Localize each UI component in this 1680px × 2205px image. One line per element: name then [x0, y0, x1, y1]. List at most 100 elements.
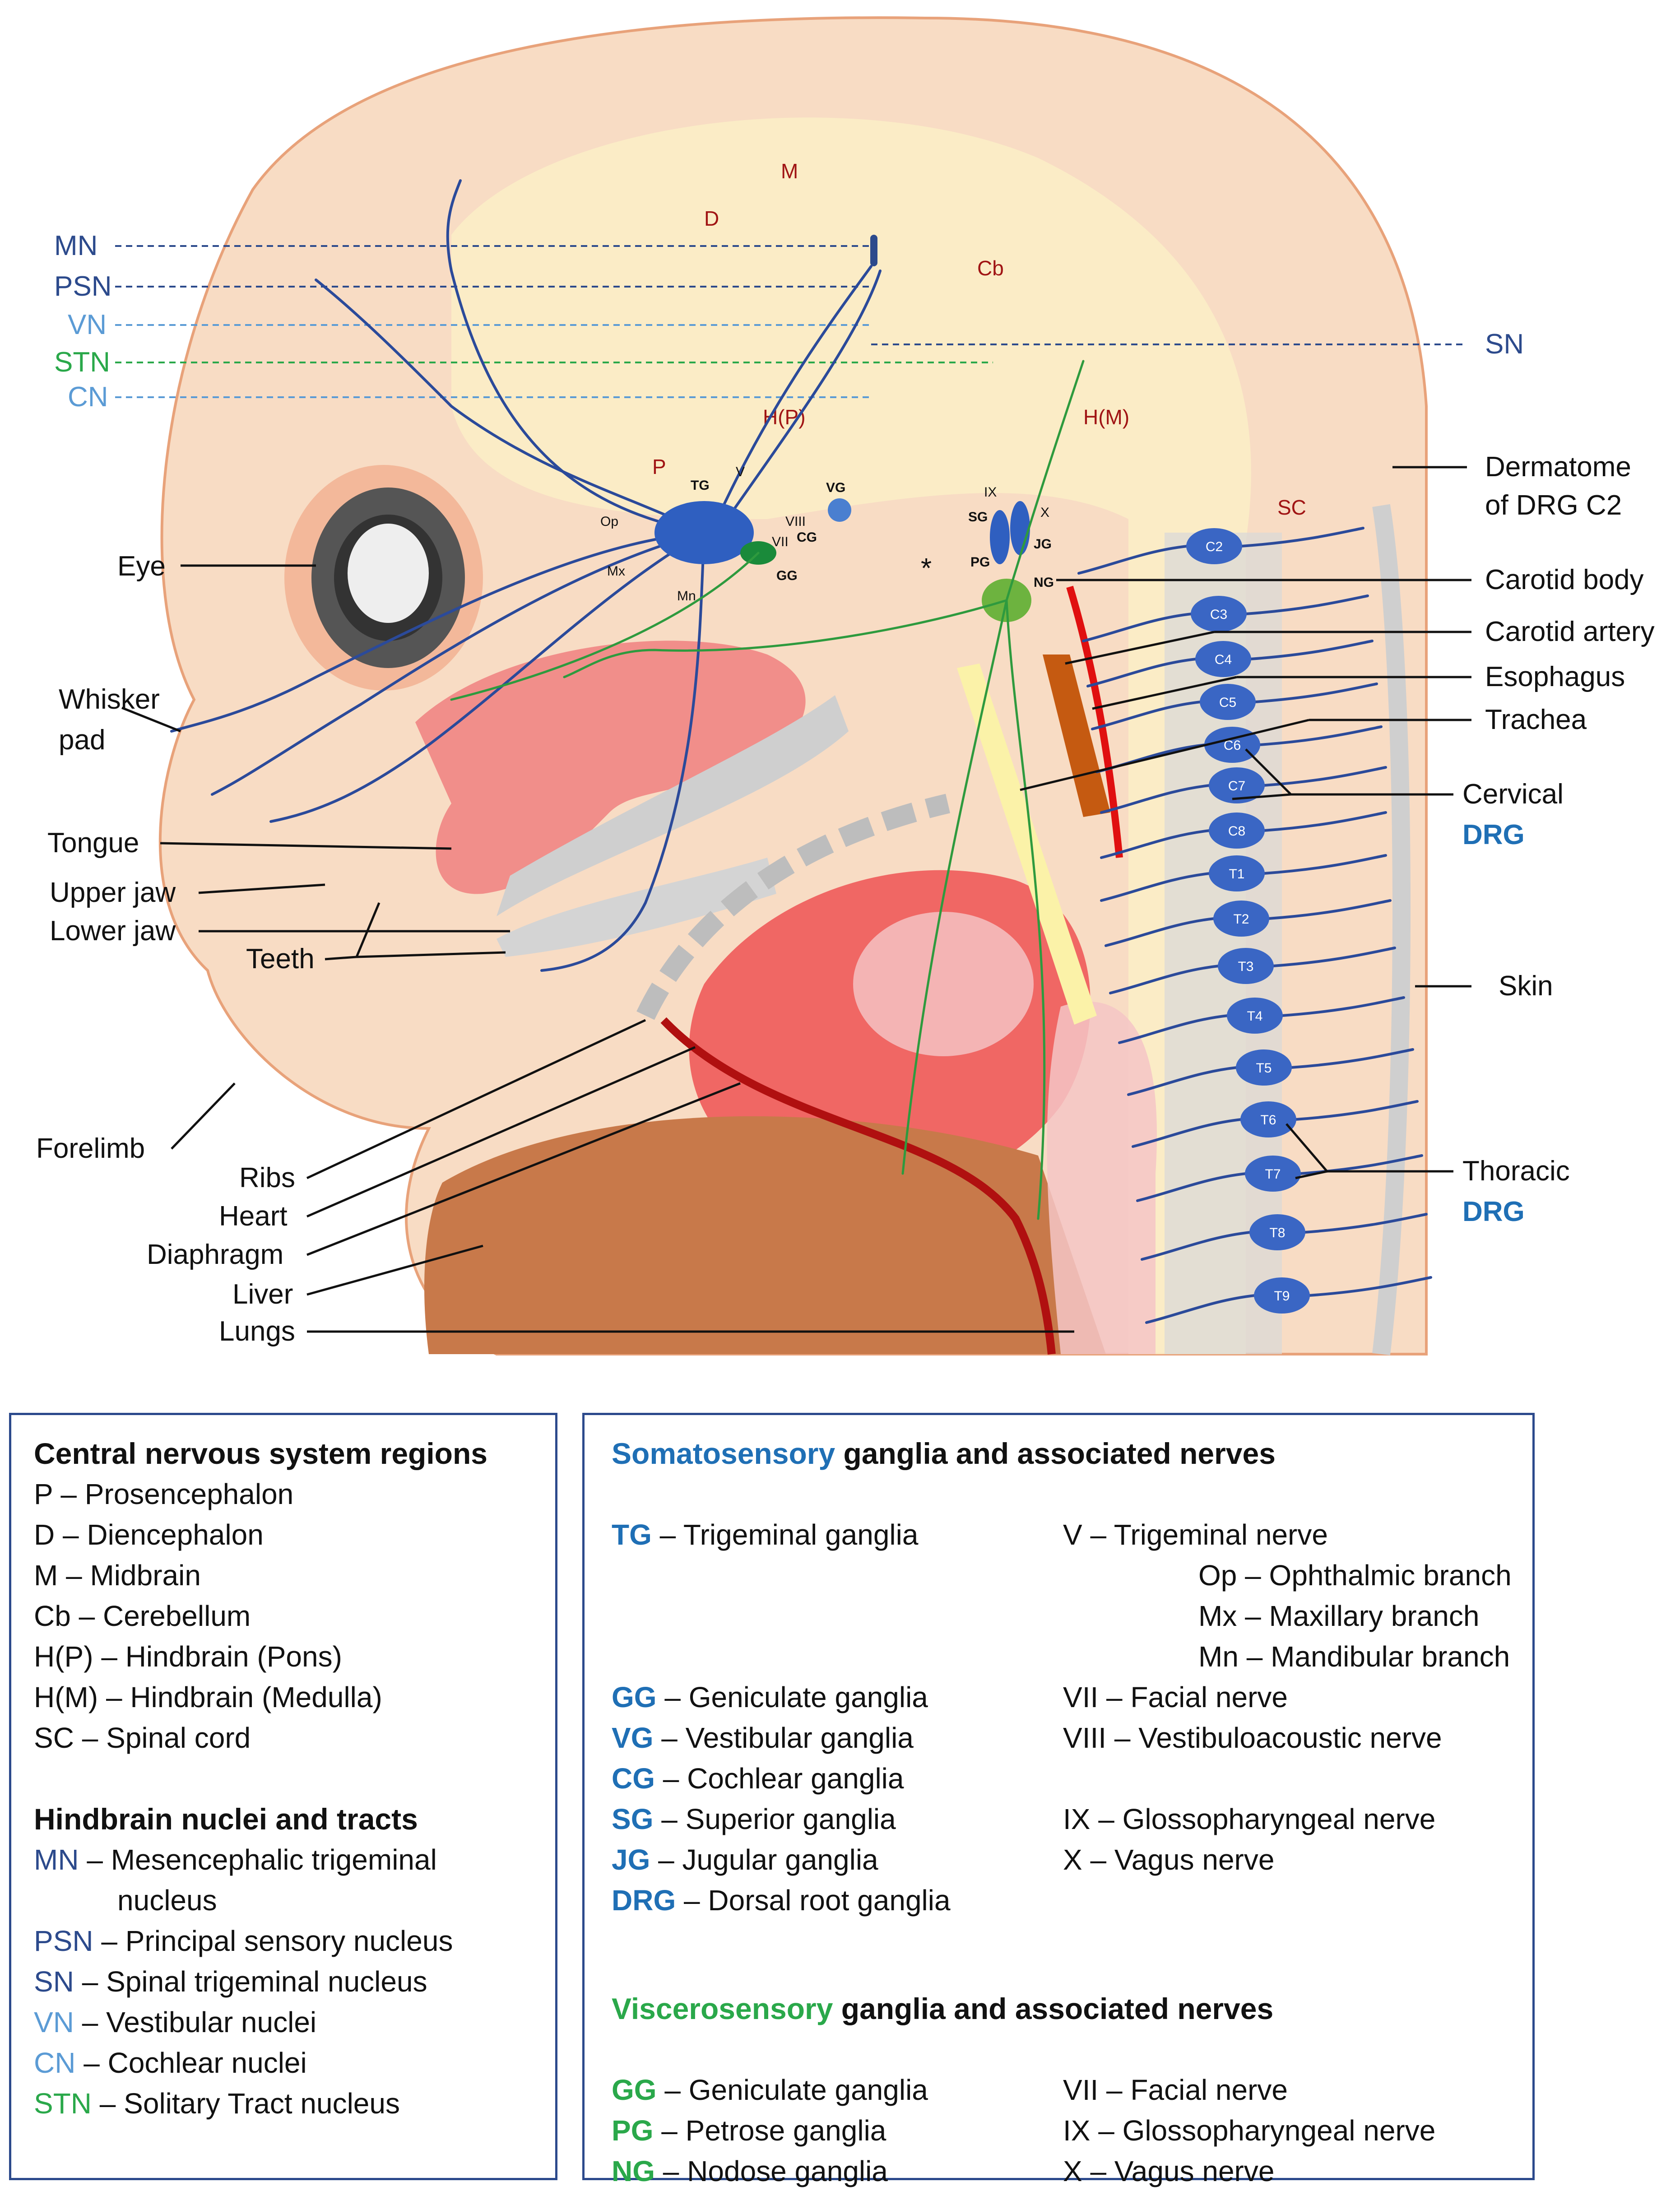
legend-desc: – Prosencephalon	[52, 1478, 294, 1510]
drg-label: C3	[1210, 607, 1227, 622]
drg-label: C4	[1215, 652, 1232, 667]
label-lungs: Lungs	[219, 1316, 295, 1347]
visc-title-rest: ganglia and associated nerves	[833, 1992, 1274, 2025]
legend-abbr: D	[34, 1518, 55, 1551]
label-trachea: Trachea	[1485, 704, 1587, 735]
label-forelimb: Forelimb	[36, 1133, 145, 1164]
legend-row: TG – Trigeminal ganglia	[612, 1514, 918, 1555]
legend-desc: – Vestibular nuclei	[74, 2006, 317, 2038]
legend-row: NG – Nodose ganglia	[612, 2151, 928, 2191]
soma-section: TG – Trigeminal ganglia GG – Geniculate …	[612, 1514, 1532, 1979]
label-whisker-1: Whisker	[59, 684, 160, 715]
legend-row: CG – Cochlear ganglia	[612, 1758, 951, 1799]
trigeminal-nerves	[170, 179, 882, 972]
label-liver: Liver	[232, 1279, 293, 1310]
label-dermatome-2: of DRG C2	[1485, 490, 1622, 521]
eye	[284, 465, 483, 691]
label-STN: STN	[54, 347, 110, 378]
legend-nuclei-title: Hindbrain nuclei and tracts	[34, 1802, 418, 1836]
superior-jugular-ganglia	[990, 510, 1010, 564]
legend-row: P – Prosencephalon	[34, 1474, 555, 1514]
label-ribs: Ribs	[239, 1162, 295, 1193]
label-CG: CG	[797, 530, 817, 545]
drg-nerve	[1262, 811, 1387, 832]
drg-ganglion	[1200, 684, 1256, 720]
label-TG: TG	[691, 478, 710, 493]
label-thoracic-drg: DRG	[1462, 1196, 1525, 1227]
legend-row: VN – Vestibular nuclei	[34, 2002, 555, 2043]
legend-abbr: STN	[34, 2087, 92, 2120]
legend-row: PSN – Principal sensory nucleus	[34, 1921, 555, 1961]
drg-nerve	[1258, 725, 1383, 746]
drg-nerve	[1253, 682, 1378, 703]
nerve-mn: Mn – Mandibular branch	[1198, 1640, 1510, 1673]
drg-ganglion	[1218, 948, 1274, 984]
brain	[451, 117, 1251, 1354]
drg-label: T2	[1233, 912, 1249, 927]
legend-desc: – Mesencephalic trigeminal	[79, 1843, 437, 1876]
drg-ganglion	[1213, 901, 1269, 937]
nerve-x: X – Vagus nerve	[1063, 1843, 1275, 1876]
drg-inner-nerve	[1105, 917, 1216, 947]
label-esophagus: Esophagus	[1485, 661, 1625, 692]
legend-soma-title: Somatosensory ganglia and associated ner…	[612, 1433, 1532, 1474]
legend-abbr: SN	[34, 1965, 74, 1998]
drg-nerve	[1262, 766, 1387, 787]
drg-label: C2	[1206, 539, 1223, 554]
nerve-vii: VII – Facial nerve	[1063, 1681, 1288, 1713]
legend-desc: – Petrose ganglia	[653, 2114, 886, 2147]
left-leaders	[121, 564, 1074, 1333]
label-skin: Skin	[1499, 970, 1553, 1002]
label-JG: JG	[1034, 537, 1052, 552]
drg-ganglion	[1227, 998, 1283, 1034]
legend-desc: – Hindbrain (Medulla)	[98, 1681, 382, 1713]
drg-label: C7	[1228, 779, 1245, 794]
region-D: D	[704, 207, 719, 230]
label-eye: Eye	[117, 551, 166, 582]
drg-inner-nerve	[1132, 1118, 1243, 1148]
legend-abbr: H(M)	[34, 1681, 98, 1713]
drg-ganglion	[1209, 767, 1265, 803]
drg-inner-nerve	[1100, 872, 1211, 902]
region-Cb: Cb	[977, 256, 1004, 280]
tongue	[415, 641, 806, 894]
label-heart: Heart	[219, 1201, 288, 1232]
label-diaphragm: Diaphragm	[147, 1239, 283, 1270]
drg-nerve	[1249, 640, 1374, 660]
legend-abbr: TG	[612, 1518, 652, 1551]
legend-desc: – Vestibular ganglia	[653, 1722, 914, 1754]
legend-desc: – Superior ganglia	[653, 1803, 896, 1835]
legend-abbr: H(P)	[34, 1640, 93, 1673]
drg-ganglion	[1195, 641, 1251, 677]
label-V: V	[736, 464, 745, 479]
legend-abbr: PSN	[34, 1925, 93, 1957]
legend-desc: – Geniculate ganglia	[656, 2074, 928, 2106]
drg-ganglion	[1254, 1277, 1310, 1314]
legend-desc: – Cerebellum	[70, 1600, 251, 1632]
legend-cns-title: Central nervous system regions	[34, 1437, 488, 1470]
drg-nerve	[1294, 1100, 1419, 1121]
label-MN: MN	[54, 230, 97, 261]
drg-ganglion	[1191, 596, 1247, 632]
drg-inner-nerve	[1145, 1294, 1256, 1324]
label-SN: SN	[1485, 329, 1524, 360]
legend-row: D – Diencephalon	[34, 1514, 555, 1555]
legend-abbr: P	[34, 1478, 53, 1510]
label-VG: VG	[826, 480, 845, 495]
legend-desc: – Solitary Tract nucleus	[92, 2087, 400, 2120]
esophagus	[1043, 655, 1110, 817]
legend-row: M – Midbrain	[34, 1555, 555, 1596]
legend-desc: – Principal sensory nucleus	[93, 1925, 453, 1957]
label-cervical: Cervical	[1462, 779, 1564, 810]
drg-ganglion	[1249, 1214, 1305, 1250]
legend-desc: – Geniculate ganglia	[656, 1681, 928, 1713]
right-leaders	[1020, 466, 1471, 1179]
drg-inner-nerve	[1136, 1172, 1247, 1202]
legend-row: SN – Spinal trigeminal nucleus	[34, 1961, 555, 2002]
legend-row: CN – Cochlear nuclei	[34, 2043, 555, 2083]
label-thoracic: Thoracic	[1462, 1156, 1570, 1187]
